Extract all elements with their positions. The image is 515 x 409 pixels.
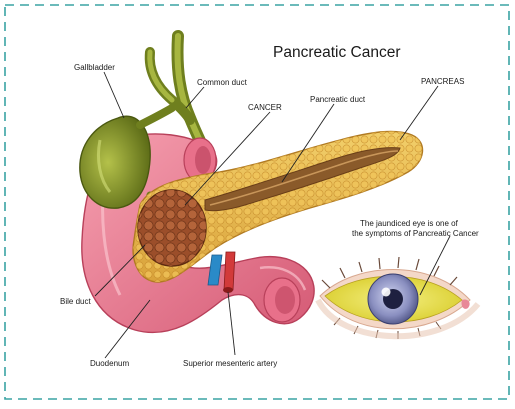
label-jaundice-line1: The jaundiced eye is one of (360, 219, 459, 228)
label-superior-mesenteric-artery: Superior mesenteric artery (183, 359, 277, 368)
label-bile-duct: Bile duct (60, 297, 91, 306)
jaundiced-eye (318, 257, 478, 339)
label-duodenum: Duodenum (90, 359, 129, 368)
label-gallbladder: Gallbladder (74, 63, 115, 72)
label-pancreas: PANCREAS (421, 77, 464, 86)
tumor-cancer (138, 190, 206, 266)
label-jaundice-line2: the symptoms of Pancreatic Cancer (352, 229, 479, 238)
label-common-duct: Common duct (197, 78, 248, 87)
page-title: Pancreatic Cancer (273, 44, 401, 61)
label-pancreatic-duct: Pancreatic duct (310, 95, 366, 104)
label-cancer: CANCER (248, 103, 282, 112)
